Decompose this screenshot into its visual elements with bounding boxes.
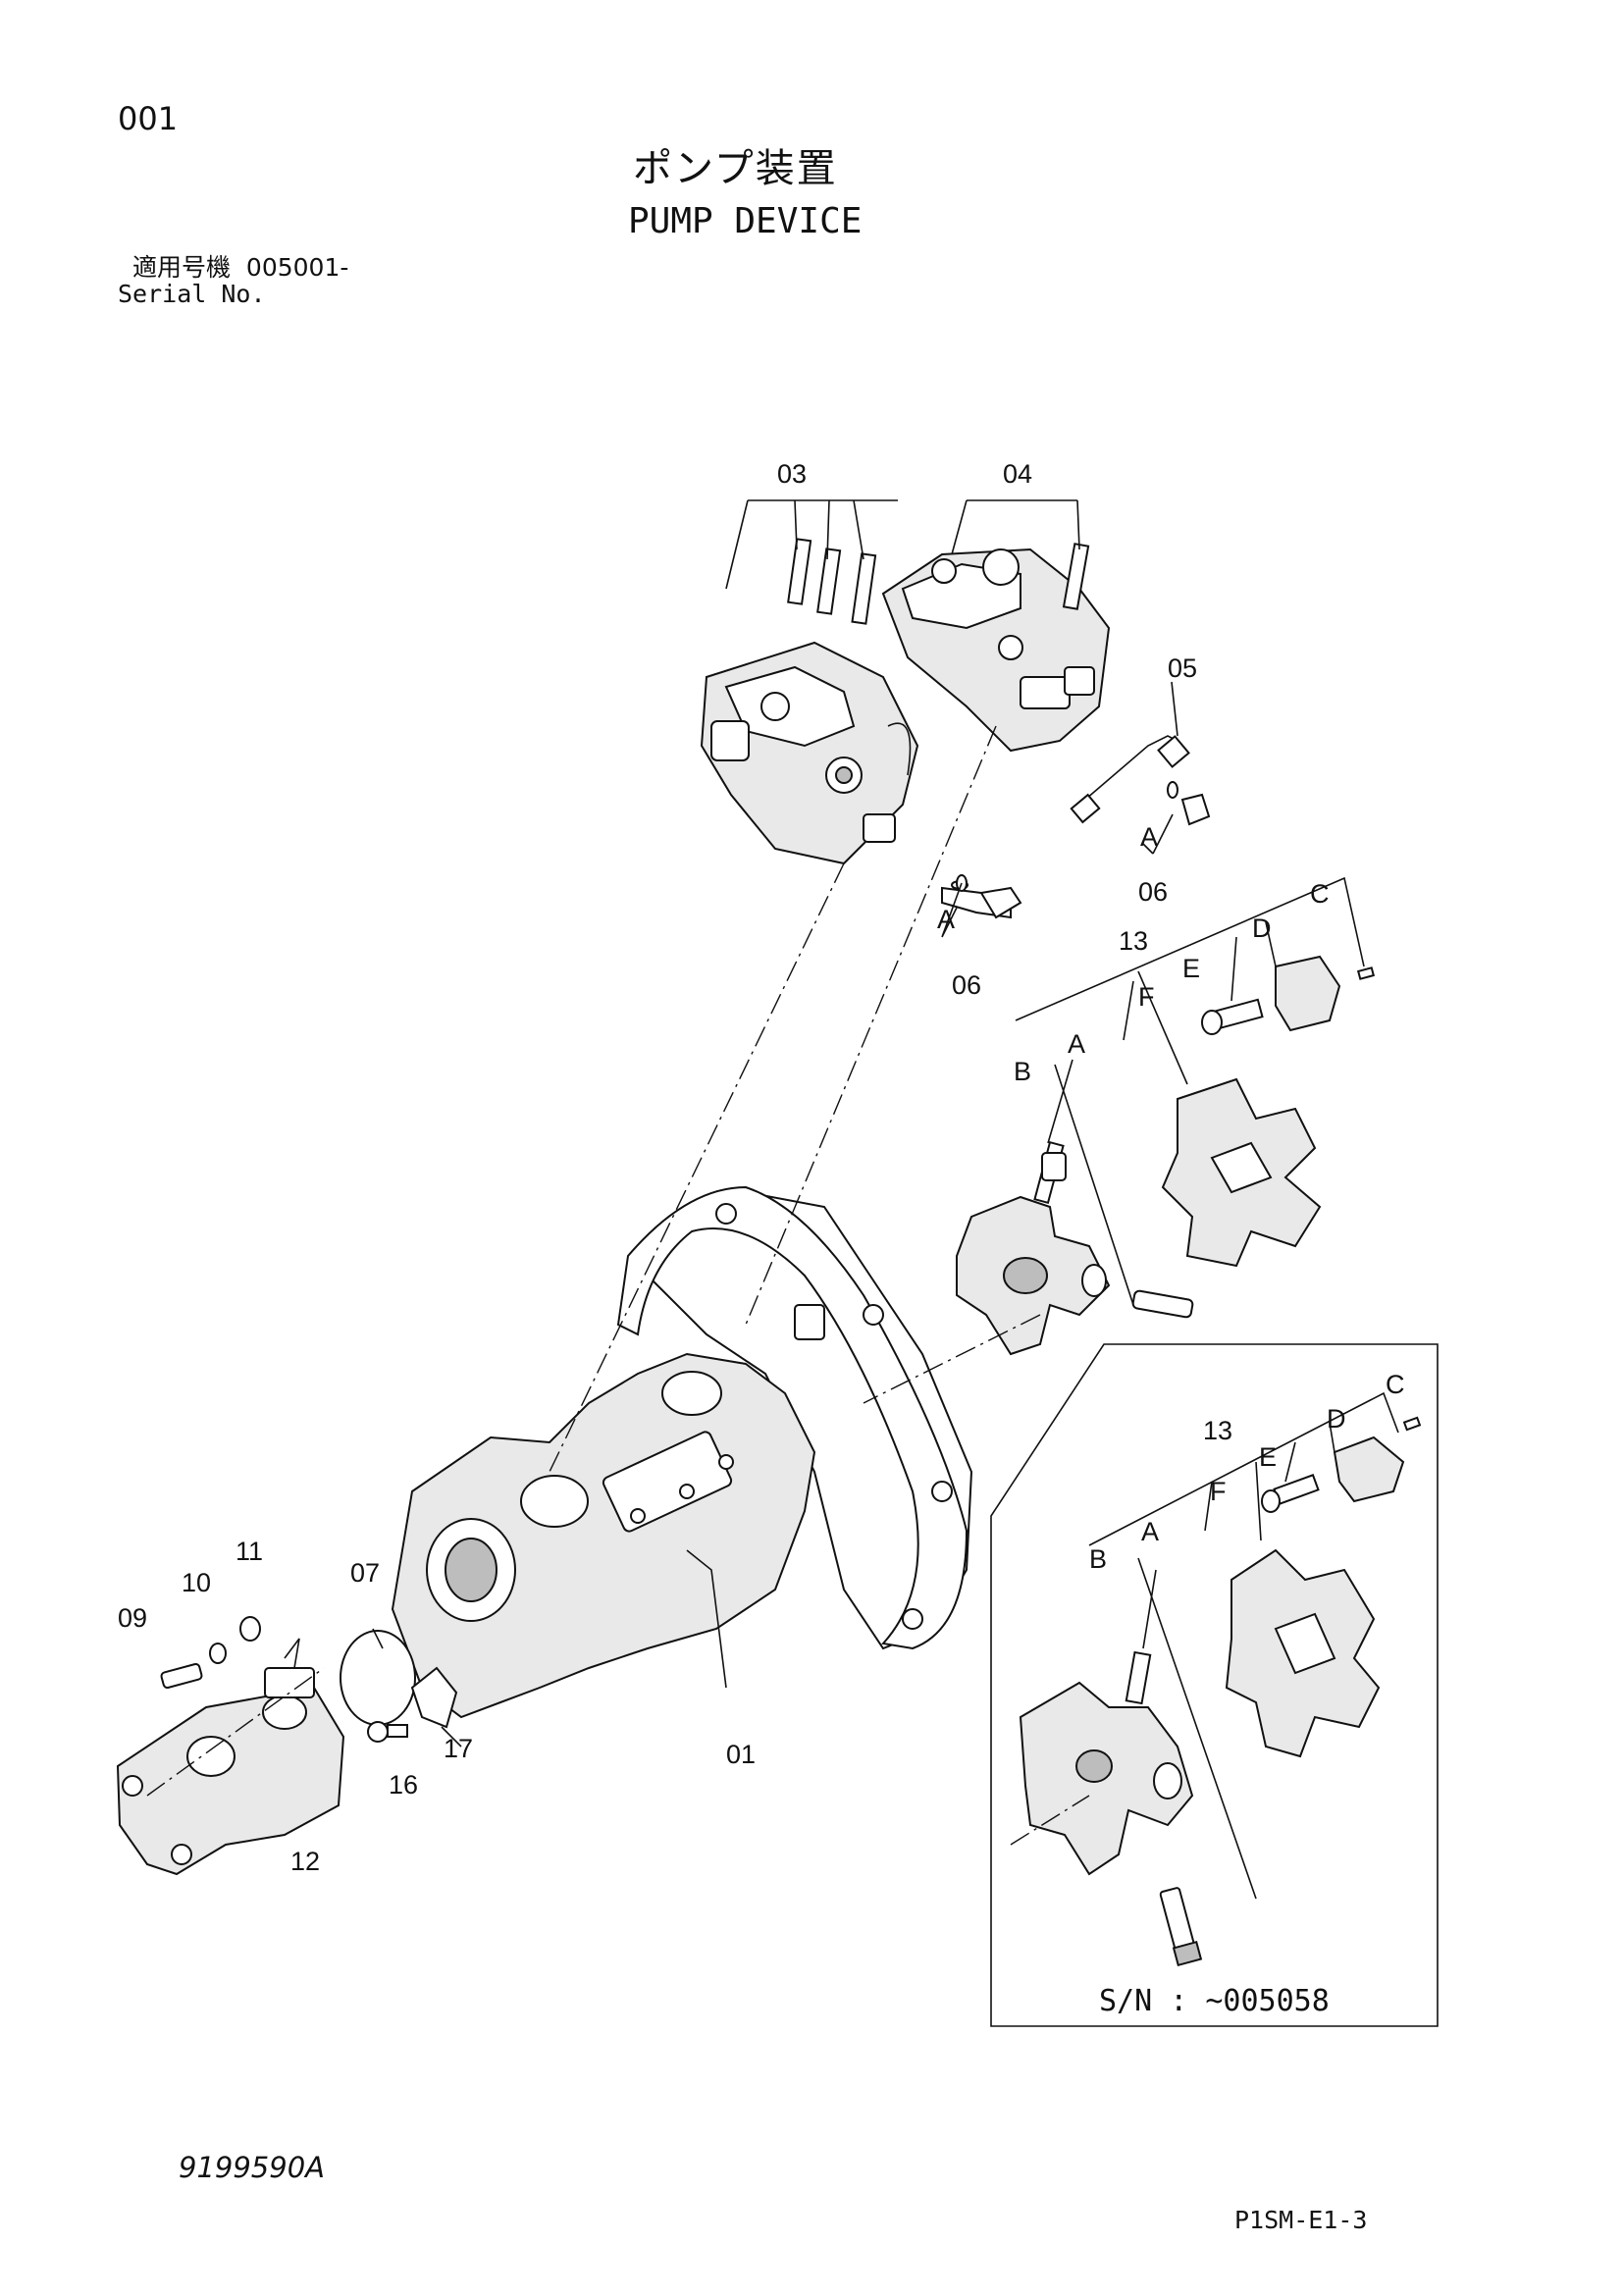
inset-leader-lines <box>1010 1391 1399 1900</box>
regulator-assembly-04 <box>881 543 1111 753</box>
bolt-09 <box>160 1662 203 1690</box>
inset-socket-bolt-e <box>1261 1474 1320 1513</box>
callout-04: 04 <box>1003 459 1032 489</box>
o-ring-07 <box>340 1630 416 1726</box>
inset-callout-a: A <box>1141 1517 1159 1546</box>
coupling-element <box>1161 1077 1322 1268</box>
screw-16 <box>367 1721 408 1743</box>
inset-callout-f: F <box>1210 1477 1227 1506</box>
socket-bolt-e <box>1201 998 1264 1035</box>
callout-a: A <box>1140 822 1158 852</box>
alignment-lines <box>146 725 1041 1797</box>
callout-17: 17 <box>444 1734 473 1763</box>
inset-coupling-element <box>1225 1548 1381 1758</box>
pin-c <box>1356 966 1376 980</box>
inset-frame <box>990 1343 1439 2027</box>
inset-callout-d: D <box>1327 1404 1346 1434</box>
inset-callout-e: E <box>1259 1442 1277 1472</box>
callout-03: 03 <box>777 459 807 489</box>
serial-label-japanese: 適用号機 <box>132 253 232 282</box>
page-title: PUMP DEVICE <box>628 201 863 241</box>
callout-11: 11 <box>236 1537 263 1566</box>
callout-f: F <box>1138 982 1155 1012</box>
callout-09: 09 <box>118 1603 147 1633</box>
washer-11 <box>239 1616 261 1642</box>
leader-lines <box>284 499 1365 1748</box>
pipe-05 <box>1070 735 1190 824</box>
callout-13: 13 <box>1119 926 1148 956</box>
serial-label: Serial No. <box>118 280 266 308</box>
inset-coupling-cap-d <box>1333 1435 1405 1503</box>
socket-bolt-a <box>1131 1289 1194 1319</box>
serial-from: 005001- <box>245 253 349 282</box>
coupling-hub <box>956 1140 1111 1356</box>
main-pump-01 <box>391 1190 973 1719</box>
callout-12: 12 <box>290 1847 320 1876</box>
callout-01: 01 <box>726 1740 756 1769</box>
gear-pump-12 <box>116 1667 345 1876</box>
callout-05: 05 <box>1168 653 1197 683</box>
callout-e: E <box>1182 954 1200 983</box>
inset-pin-c <box>1402 1416 1422 1432</box>
callout-c: C <box>1310 879 1330 909</box>
regulator-assembly-03 <box>700 538 1012 919</box>
inset-coupling-hub <box>1019 1650 1194 1876</box>
page-title-japanese: ポンプ装置 <box>633 146 838 191</box>
callout-10: 10 <box>182 1568 211 1597</box>
callout-d: D <box>1252 913 1272 943</box>
coupling-cap-d <box>1275 955 1341 1032</box>
washer-10 <box>209 1643 227 1664</box>
inset-serial-range: S/N : ~005058 <box>1099 1984 1330 2018</box>
callout-a: A <box>937 905 955 934</box>
inset-callout-b: B <box>1089 1544 1107 1574</box>
flywheel-housing-flange <box>616 1185 969 1650</box>
plate-17 <box>410 1666 458 1729</box>
page-code: 001 <box>118 100 179 137</box>
inset-callout-c: C <box>1386 1370 1405 1399</box>
callout-labels: 03 04 05 A 06 C A D 13 06 E F A B 11 07 … <box>118 459 1405 1876</box>
callout-06: 06 <box>952 970 981 1000</box>
callout-b: B <box>1014 1057 1031 1086</box>
callout-16: 16 <box>389 1770 418 1800</box>
serial-applicability: 適用号機 005001- <box>132 255 348 280</box>
document-number: 9199590A <box>179 2151 325 2184</box>
page-reference: P1SM-E1-3 <box>1234 2206 1368 2234</box>
callout-07: 07 <box>350 1558 380 1588</box>
inset-bolt-a <box>1159 1887 1203 1967</box>
callout-a: A <box>1068 1029 1085 1059</box>
socket-bolt-b <box>1041 1152 1067 1181</box>
fitting-06 <box>956 781 1211 919</box>
callout-06: 06 <box>1138 877 1168 907</box>
inset-callout-13: 13 <box>1203 1416 1232 1445</box>
